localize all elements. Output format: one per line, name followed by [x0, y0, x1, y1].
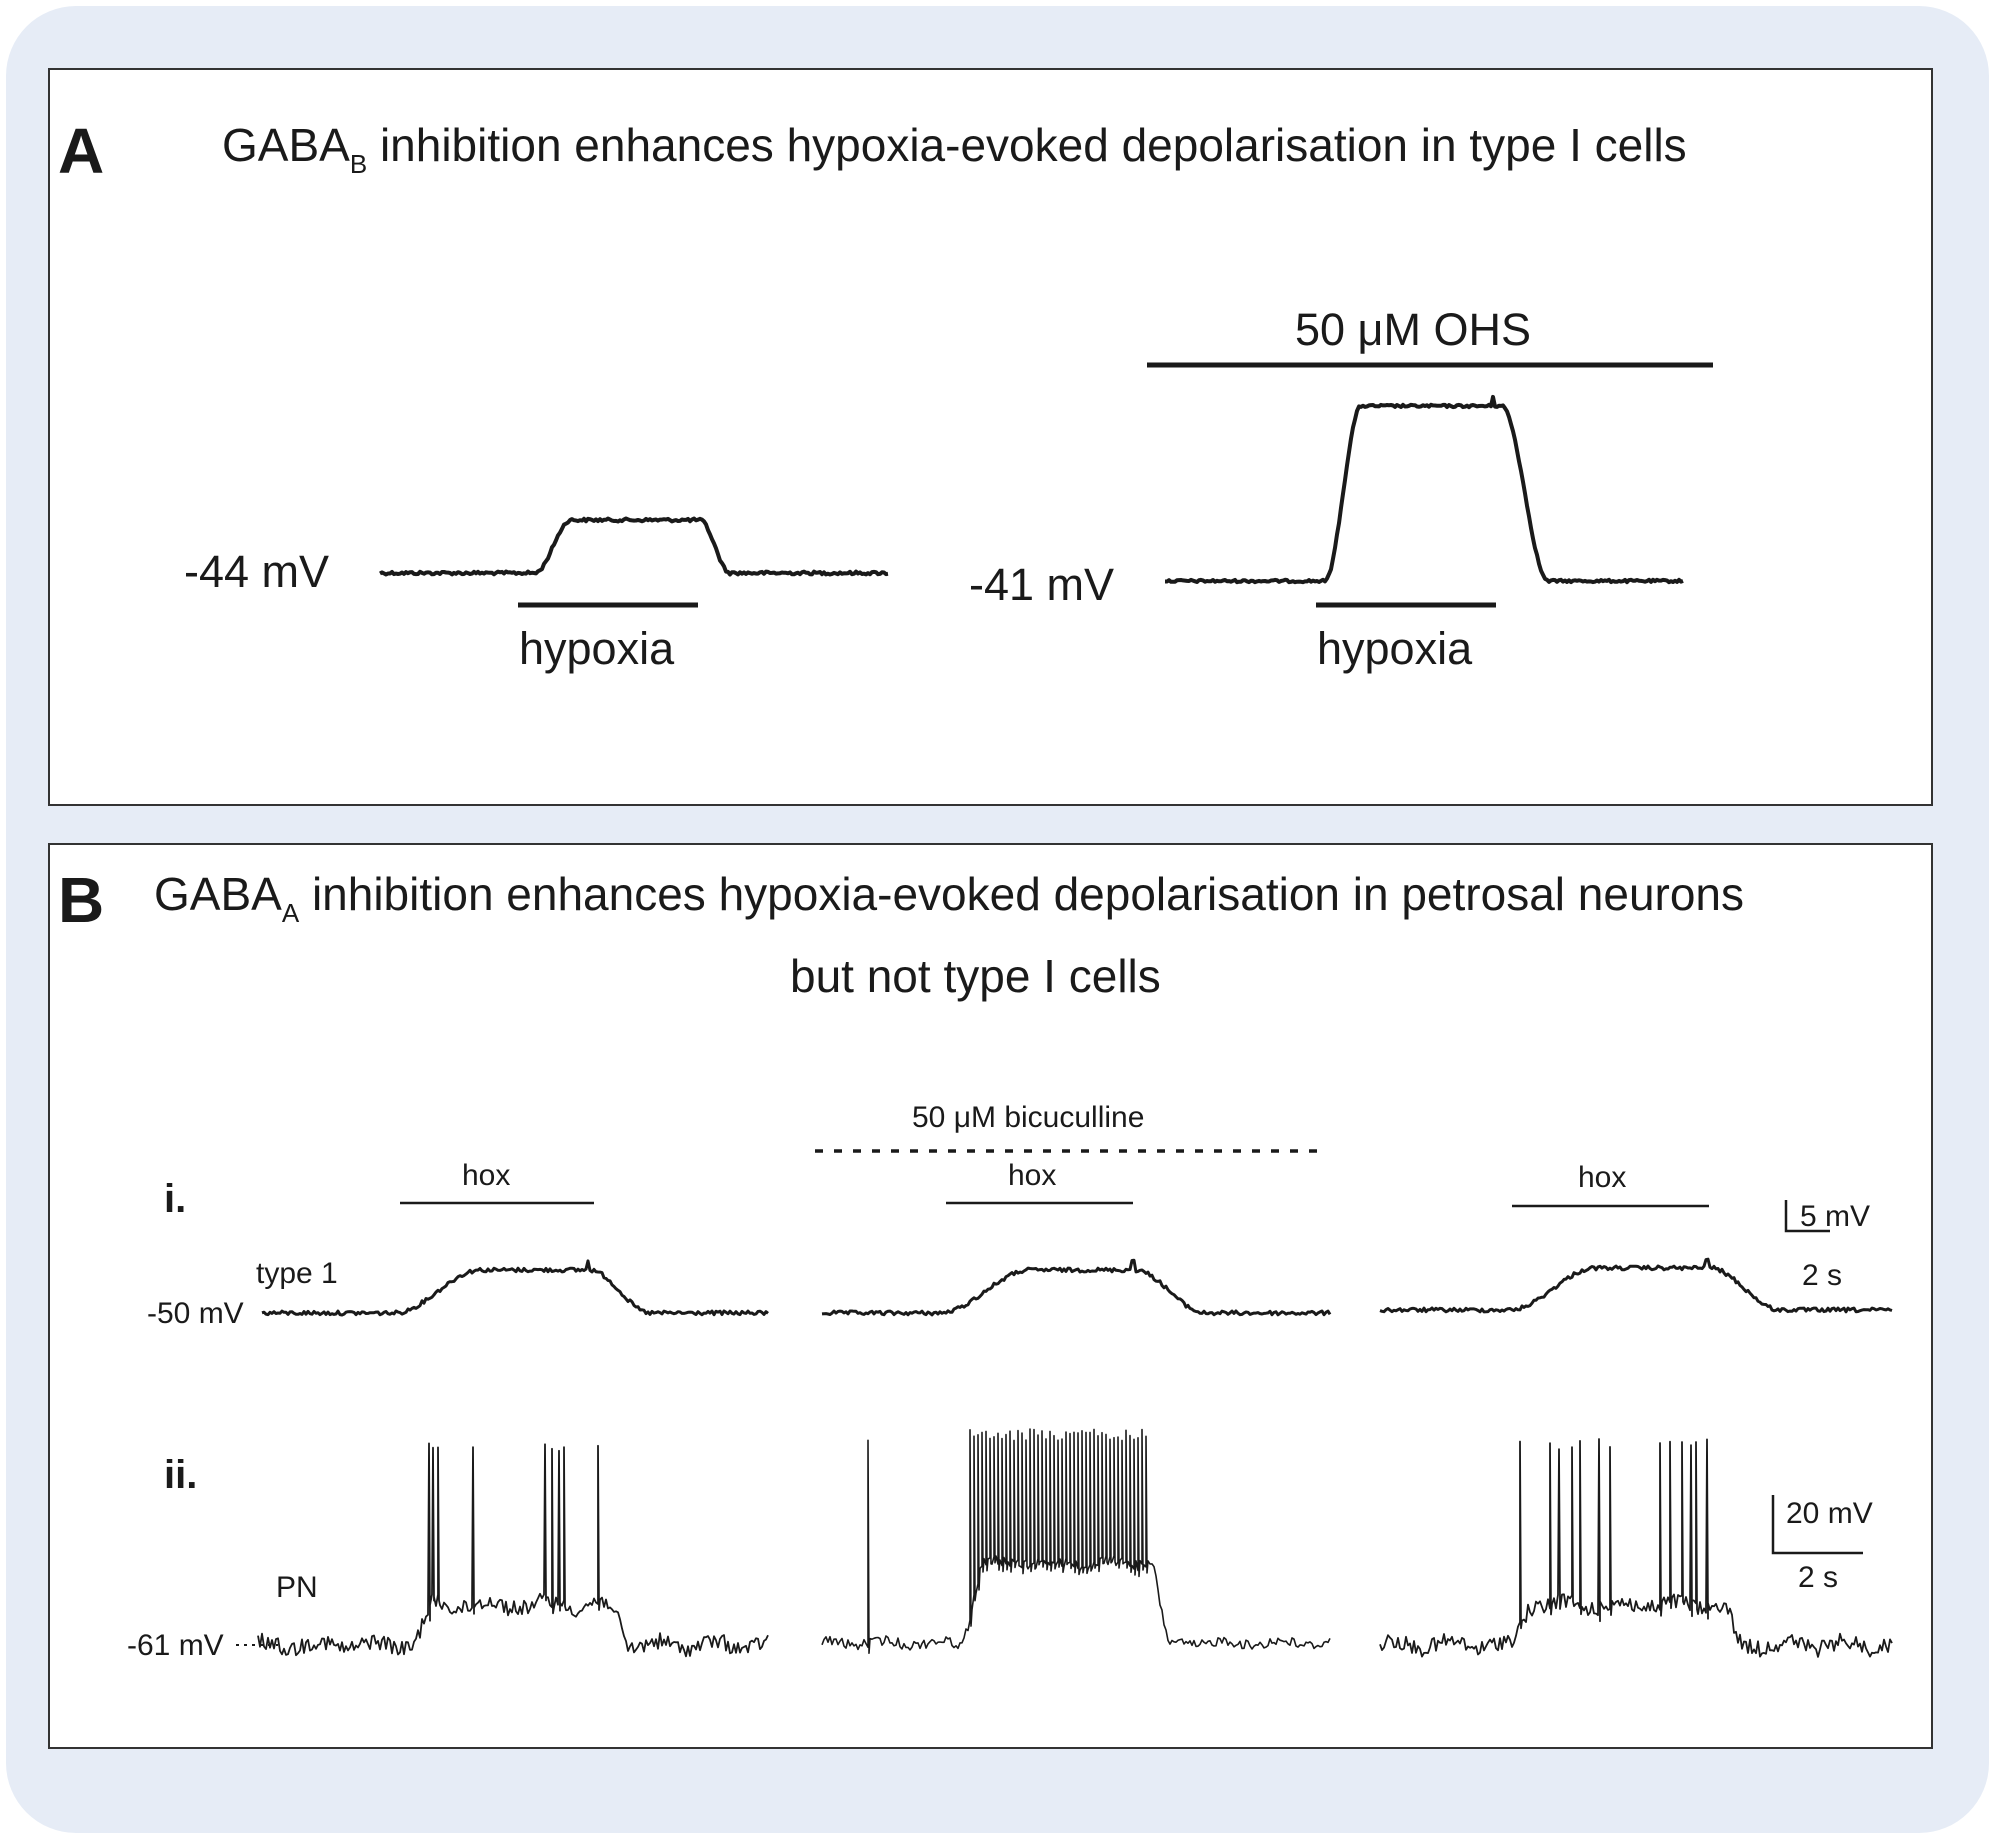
panel-b: B GABAA inhibition enhances hypoxia-evok…: [48, 843, 1933, 1749]
row-i-scale-bar: [1784, 1200, 1830, 1233]
panel-a-title: GABAB inhibition enhances hypoxia-evoked…: [222, 119, 1687, 179]
row-i-hox-label-2: hox: [1008, 1159, 1057, 1192]
row-ii-numeral: ii.: [164, 1453, 198, 1497]
row-i-baseline-label: -50 mV: [147, 1297, 244, 1330]
bicuculline-label: 50 μM bicuculline: [912, 1101, 1145, 1134]
panel-a-right-baseline-label: -41 mV: [969, 559, 1115, 610]
row-ii-cell-label: PN: [276, 1571, 318, 1604]
panel-a-left-stimulus-label: hypoxia: [519, 623, 675, 674]
row-i-numeral: i.: [164, 1177, 187, 1221]
panel-a-right-trace: [1165, 394, 1684, 585]
row-i-scale-y-label: 5 mV: [1800, 1200, 1871, 1233]
panel-a: A GABAB inhibition enhances hypoxia-evok…: [48, 68, 1933, 806]
panel-b-title: GABAA inhibition enhances hypoxia-evoked…: [154, 868, 1745, 928]
row-ii-baseline-label: -61 mV: [127, 1629, 224, 1662]
panel-a-right-drug-label: 50 μM OHS: [1295, 304, 1531, 355]
row-ii-trace-2: [821, 1428, 1331, 1654]
row-i-scale-x-label: 2 s: [1802, 1259, 1843, 1292]
panel-a-left-trace: [379, 516, 889, 577]
panel-a-left-baseline-label: -44 mV: [184, 546, 330, 597]
row-i-trace-1: [261, 1259, 769, 1317]
panel-a-right-stimulus-label: hypoxia: [1317, 623, 1473, 674]
row-ii-scale-x-label: 2 s: [1798, 1561, 1839, 1594]
panel-a-letter: A: [58, 115, 105, 187]
row-i-trace-2: [821, 1258, 1332, 1317]
row-i-cell-label: type 1: [256, 1257, 338, 1290]
row-i-hox-label-3: hox: [1578, 1161, 1627, 1194]
panel-a-traces: [379, 362, 1713, 608]
panel-b-title-line2: but not type I cells: [790, 950, 1161, 1002]
row-ii-trace-3: [1379, 1438, 1893, 1658]
row-i-hox-label-1: hox: [462, 1159, 511, 1192]
row-ii-scale-y-label: 20 mV: [1786, 1497, 1873, 1530]
row-i-trace-3: [1379, 1257, 1893, 1314]
panel-b-letter: B: [58, 864, 105, 936]
row-ii-scale-bar: [1771, 1495, 1863, 1555]
panel-b-traces: [236, 1149, 1893, 1658]
row-ii-trace-1: [257, 1442, 769, 1658]
